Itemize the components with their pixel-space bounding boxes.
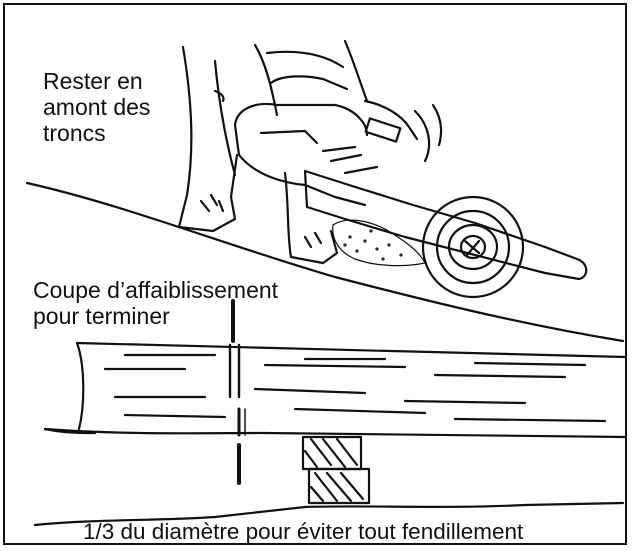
support-blocks <box>301 435 371 505</box>
ground-line <box>33 501 625 527</box>
log-end-rings <box>421 195 525 299</box>
illustration <box>25 39 625 527</box>
one-third-diameter-label: 1/3 du diamètre pour éviter tout fendill… <box>83 519 524 544</box>
stay-uphill-label: Rester en amont des troncs <box>43 68 151 146</box>
diagram-frame: Rester en amont des troncs Coupe d’affai… <box>3 3 627 545</box>
hillside-slope <box>25 181 625 343</box>
weakening-cut-label: Coupe d’affaiblissement pour terminer <box>33 277 279 329</box>
sawdust <box>332 219 426 267</box>
chainsaw-icon <box>233 75 588 281</box>
person-figure <box>177 39 369 265</box>
log-icon <box>43 341 625 439</box>
